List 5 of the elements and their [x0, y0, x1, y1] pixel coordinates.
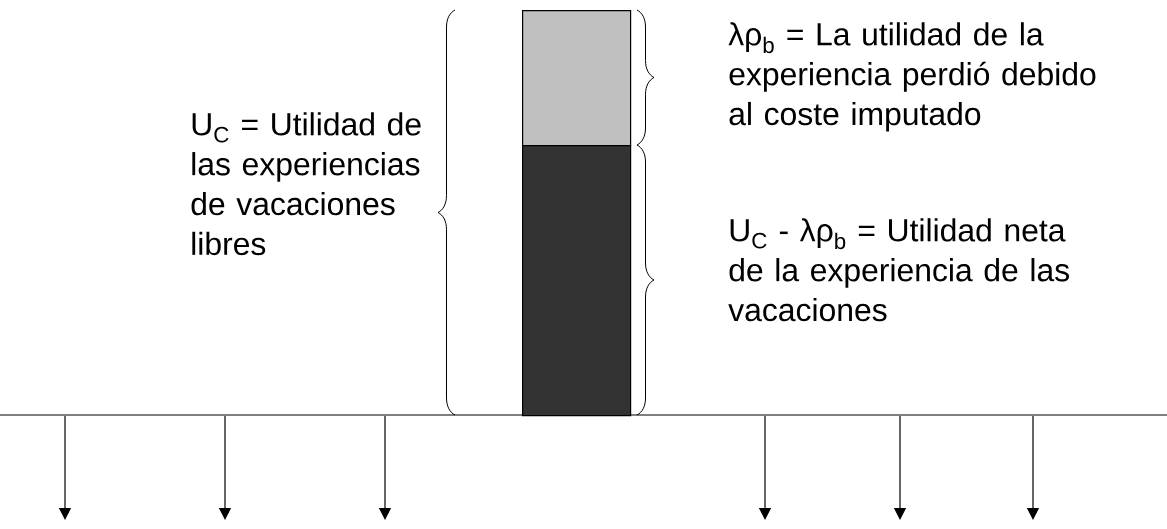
annotation-text: λρ$_{b}$ = La utilidad de la experiencia perdió debido al coste imputado — [728, 22, 1096, 132]
annotation-text: U$_{C}$ - λρ$_{b}$ = Utilidad neta de la experiencia de las vacaciones — [728, 218, 1069, 322]
bar-segment — [522, 10, 632, 147]
bar-segment — [522, 145, 632, 417]
annotation-text: U$_{C}$ = Utilidad de las experiencias de vacaciones libres — [191, 112, 421, 256]
